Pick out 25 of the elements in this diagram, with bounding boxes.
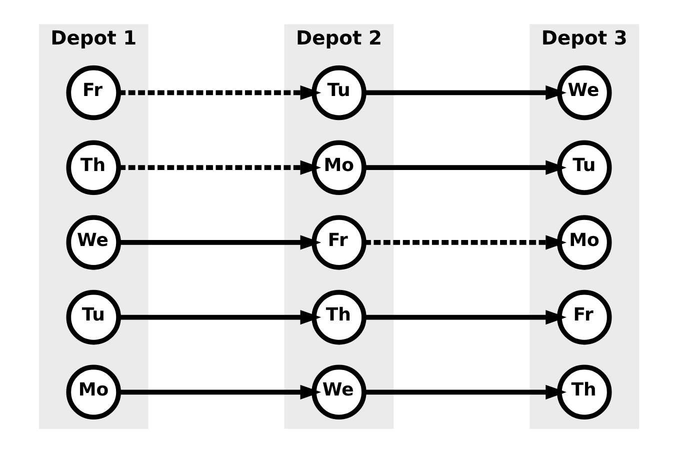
node-circle: Tu [66, 290, 120, 345]
arrow [118, 85, 321, 100]
node-circle: Mo [311, 140, 366, 195]
node-circle: Mo [66, 364, 120, 420]
arrow [364, 384, 566, 400]
arrow [118, 384, 321, 400]
node-circle: We [311, 364, 366, 420]
arrow [364, 85, 566, 100]
arrow [118, 160, 321, 175]
node-circle: Th [556, 364, 612, 420]
node-circle: Th [66, 140, 120, 195]
node-circle: Fr [556, 290, 612, 345]
arrow [118, 235, 321, 250]
arrow [364, 235, 566, 250]
node-circle: Fr [311, 215, 366, 270]
arrow [364, 160, 566, 175]
arrow [118, 310, 321, 325]
node-circle: Fr [66, 65, 120, 120]
node-circle: We [556, 65, 612, 120]
node-circle: Th [311, 290, 366, 345]
node-circle: Mo [556, 215, 612, 270]
node-circle: Tu [556, 140, 612, 195]
node-circle: We [66, 215, 120, 270]
arrow [364, 310, 566, 325]
node-circle: Tu [311, 65, 366, 120]
